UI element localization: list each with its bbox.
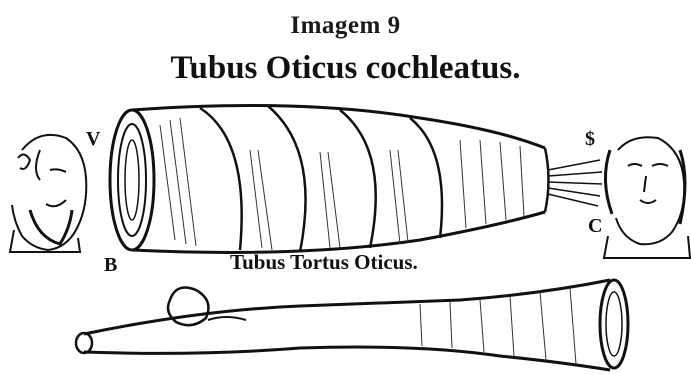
label-v: V bbox=[86, 128, 100, 151]
engraving-subtitle: Tubus Tortus Oticus. bbox=[230, 250, 418, 275]
label-s: $ bbox=[585, 128, 595, 151]
coiled-tube bbox=[110, 106, 602, 253]
label-c: C bbox=[588, 215, 602, 238]
right-head-bust bbox=[604, 137, 690, 258]
curved-ear-trumpet bbox=[76, 280, 628, 370]
left-head-bust bbox=[10, 135, 86, 252]
label-b: B bbox=[104, 254, 117, 277]
